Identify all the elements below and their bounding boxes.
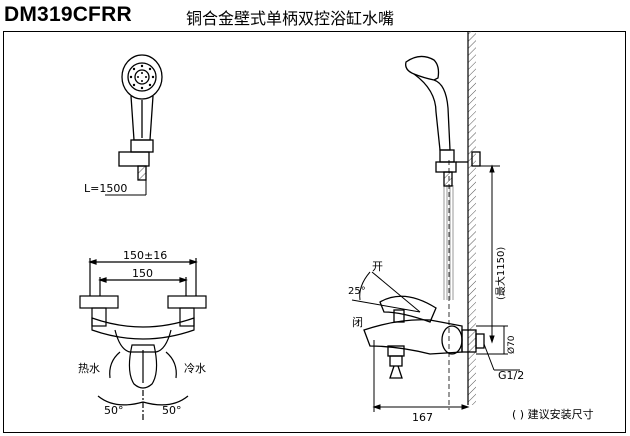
mixer-side-view <box>363 295 485 379</box>
center-label: 150 <box>132 267 153 280</box>
hot-water-label: 热水 <box>78 362 100 375</box>
angle-right-label: 50° <box>162 404 182 417</box>
mixer-top-view <box>79 258 207 420</box>
handshower-front-view <box>105 54 163 196</box>
depth-label: 167 <box>412 411 433 424</box>
diameter-dimension <box>476 325 520 371</box>
angle-left-label: 50° <box>104 404 124 417</box>
height-label: (最大1150) <box>494 247 507 300</box>
product-name: 铜合金壁式单柄双控浴缸水嘴 <box>186 9 395 28</box>
handshower-side-view <box>405 55 481 187</box>
lever-angle-label: 25° <box>348 286 366 297</box>
drawing-frame <box>3 31 626 433</box>
wall <box>467 31 476 405</box>
diameter-label: Ø70 <box>506 335 517 354</box>
center-tolerance-label: 150±16 <box>123 249 167 262</box>
depth-dimension <box>372 340 470 412</box>
cold-water-label: 冷水 <box>184 362 206 375</box>
thread-label: G1/2 <box>498 369 524 382</box>
hose-length-label: L=1500 <box>84 182 127 195</box>
close-label: 闭 <box>352 316 363 329</box>
open-label: 开 <box>372 260 383 273</box>
lever-angle-indicator <box>351 271 421 313</box>
height-dimension <box>476 164 500 344</box>
footnote: ( ) 建议安装尺寸 <box>512 407 594 421</box>
water-stream <box>443 185 454 300</box>
model-number: DM319CFRR <box>4 3 132 26</box>
